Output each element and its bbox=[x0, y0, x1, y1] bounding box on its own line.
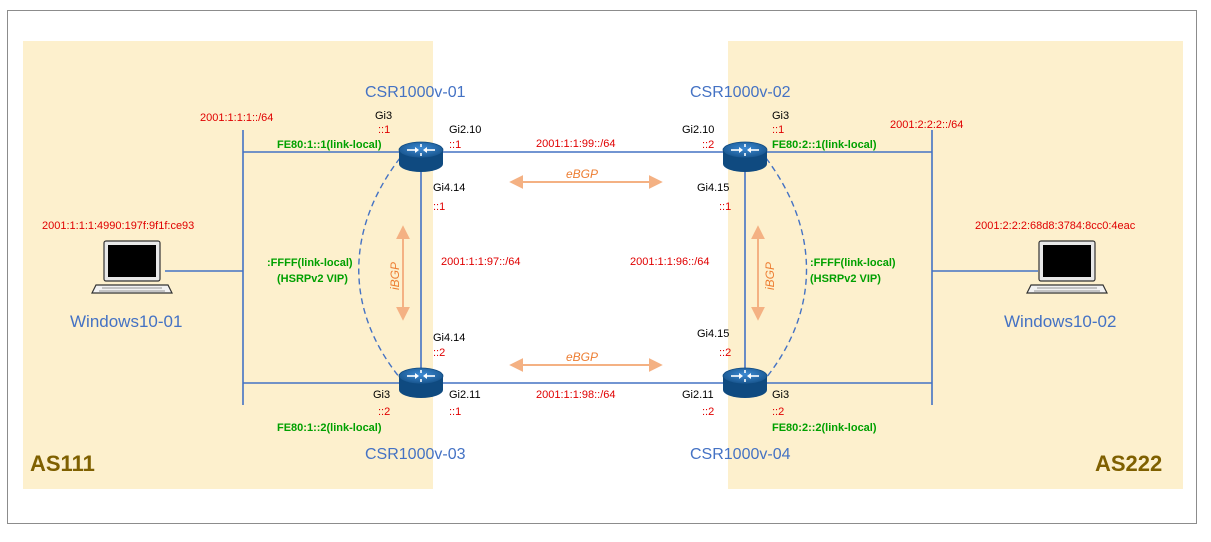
host-name-pc2: Windows10-02 bbox=[1004, 312, 1116, 331]
router-icon-r1[interactable] bbox=[398, 141, 444, 173]
net-lan-right: 2001:2:2:2::/64 bbox=[890, 119, 963, 131]
as-label-left: AS111 bbox=[30, 451, 95, 476]
r4-gi2-addr: ::2 bbox=[702, 406, 714, 418]
ibgp-label-left: iBGP bbox=[388, 262, 402, 290]
r1-gi4-name: Gi4.14 bbox=[433, 182, 465, 194]
hsrp-arc-right bbox=[765, 157, 808, 379]
hsrp-arc-left bbox=[358, 157, 401, 379]
router-icon-r3[interactable] bbox=[398, 367, 444, 399]
ibgp-label-right: iBGP bbox=[763, 262, 777, 290]
as-label-right: AS222 bbox=[1095, 451, 1162, 476]
r1-gi2-name: Gi2.10 bbox=[449, 124, 481, 136]
vip-right-addr: :FFFF(link-local) bbox=[810, 257, 896, 269]
vip-left-name: (HSRPv2 VIP) bbox=[277, 273, 348, 285]
r1-gi4-addr: ::1 bbox=[433, 201, 445, 213]
r4-gi3-name: Gi3 bbox=[772, 389, 789, 401]
r3-gi2-name: Gi2.11 bbox=[449, 389, 481, 401]
r1-gi3-name: Gi3 bbox=[375, 110, 392, 122]
vip-left-addr: :FFFF(link-local) bbox=[267, 257, 353, 269]
r2-gi2-name: Gi2.10 bbox=[682, 124, 714, 136]
router-name-r4: CSR1000v-04 bbox=[690, 446, 791, 463]
as111-zone bbox=[23, 41, 433, 489]
net-r3-r4: 2001:1:1:98::/64 bbox=[536, 389, 616, 401]
net-r1-r2: 2001:1:1:99::/64 bbox=[536, 138, 616, 150]
router-icon-r2[interactable] bbox=[722, 141, 768, 173]
r1-link-local: FE80:1::1(link-local) bbox=[277, 139, 382, 151]
vip-right-name: (HSRPv2 VIP) bbox=[810, 273, 881, 285]
router-name-r2: CSR1000v-02 bbox=[690, 84, 791, 101]
laptop-icon-pc1[interactable] bbox=[91, 240, 173, 294]
r3-link-local: FE80:1::2(link-local) bbox=[277, 422, 382, 434]
host-name-pc1: Windows10-01 bbox=[70, 312, 182, 331]
r2-gi3-name: Gi3 bbox=[772, 110, 789, 122]
r1-gi2-addr: ::1 bbox=[449, 139, 461, 151]
r2-gi3-addr: ::1 bbox=[772, 124, 784, 136]
router-name-r3: CSR1000v-03 bbox=[365, 446, 466, 463]
r3-gi3-addr: ::2 bbox=[378, 406, 390, 418]
r3-gi3-name: Gi3 bbox=[373, 389, 390, 401]
net-r1-r3: 2001:1:1:97::/64 bbox=[441, 256, 521, 268]
net-lan-left: 2001:1:1:1::/64 bbox=[200, 112, 273, 124]
host-addr-pc1: 2001:1:1:1:4990:197f:9f1f:ce93 bbox=[42, 220, 194, 232]
r3-gi4-addr: ::2 bbox=[433, 347, 445, 359]
r2-gi4-name: Gi4.15 bbox=[697, 182, 729, 194]
r1-gi3-addr: ::1 bbox=[378, 124, 390, 136]
r4-gi4-addr: ::2 bbox=[719, 347, 731, 359]
r4-link-local: FE80:2::2(link-local) bbox=[772, 422, 877, 434]
ebgp-label-bottom: eBGP bbox=[566, 350, 598, 364]
r4-gi4-name: Gi4.15 bbox=[697, 328, 729, 340]
r4-gi2-name: Gi2.11 bbox=[682, 389, 714, 401]
r3-gi2-addr: ::1 bbox=[449, 406, 461, 418]
laptop-icon-pc2[interactable] bbox=[1026, 240, 1108, 294]
router-name-r1: CSR1000v-01 bbox=[365, 84, 466, 101]
r2-gi4-addr: ::1 bbox=[719, 201, 731, 213]
ebgp-label-top: eBGP bbox=[566, 167, 598, 181]
r2-link-local: FE80:2::1(link-local) bbox=[772, 139, 877, 151]
as222-zone bbox=[728, 41, 1183, 489]
r4-gi3-addr: ::2 bbox=[772, 406, 784, 418]
diagram-frame bbox=[7, 10, 1197, 524]
router-icon-r4[interactable] bbox=[722, 367, 768, 399]
r3-gi4-name: Gi4.14 bbox=[433, 332, 465, 344]
r2-gi2-addr: ::2 bbox=[702, 139, 714, 151]
net-r2-r4: 2001:1:1:96::/64 bbox=[630, 256, 710, 268]
host-addr-pc2: 2001:2:2:2:68d8:3784:8cc0:4eac bbox=[975, 220, 1136, 232]
